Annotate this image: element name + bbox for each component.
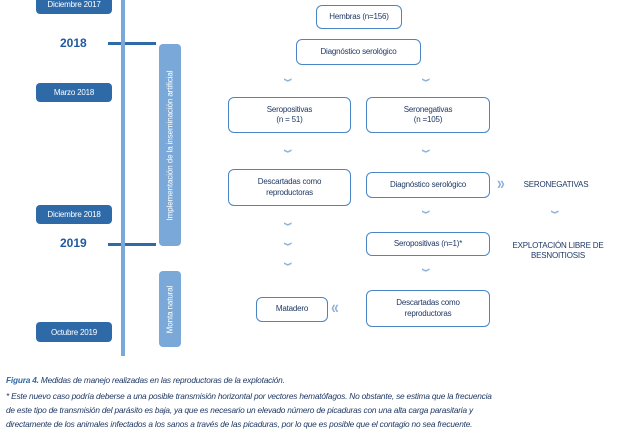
- date-octubre-2019: Octubre 2019: [36, 322, 112, 342]
- explotacion-line2: BESNOITIOSIS: [530, 251, 586, 261]
- figure-title: Medidas de manejo realizadas en las repr…: [38, 375, 285, 385]
- chevron-down-icon: ›: [278, 77, 302, 83]
- chevron-left-icon: «: [331, 296, 339, 318]
- box-descartadas-2: Descartadas como reproductoras: [366, 290, 490, 327]
- figure-label: Figura 4.: [6, 375, 39, 385]
- box-hembras: Hembras (n=156): [316, 5, 402, 29]
- date-diciembre-2017: Diciembre 2017: [36, 0, 112, 14]
- footnote-line-1: * Este nuevo caso podría deberse a una p…: [6, 391, 492, 401]
- explotacion-line1: EXPLOTACIÓN LIBRE DE: [512, 241, 604, 250]
- footnote-line-3: directamente de los animales infectados …: [6, 419, 473, 429]
- figure-caption: Figura 4. Medidas de manejo realizadas e…: [6, 374, 630, 387]
- phase-inseminacion-artificial: Implementación de la inseminación artifi…: [159, 44, 181, 246]
- descartadas2-line2: reproductoras: [404, 308, 452, 318]
- text-explotacion-libre: EXPLOTACIÓN LIBRE DE BESNOITIOSIS: [510, 241, 606, 262]
- chevron-down-icon: ›: [545, 209, 569, 215]
- chevron-down-icon: ›: [278, 148, 302, 154]
- year-2019: 2019: [60, 236, 87, 250]
- box-diagnostico-serologico-2: Diagnóstico serológico: [366, 172, 490, 198]
- chevron-down-icon: ›: [278, 241, 302, 247]
- box-seropositivas-2: Seropositivas (n=1)*: [366, 232, 490, 256]
- box-matadero: Matadero: [256, 297, 328, 322]
- chevron-down-icon: ›: [416, 148, 440, 154]
- chevron-down-icon: ›: [416, 209, 440, 215]
- phase-inseminacion-label: Implementación de la inseminación artifi…: [165, 70, 175, 220]
- box-diagnostico-serologico-1: Diagnóstico serológico: [296, 39, 421, 65]
- year-2018: 2018: [60, 36, 87, 50]
- descartadas1-line1: Descartadas como: [257, 177, 322, 187]
- phase-monta-label: Monta natural: [165, 285, 175, 333]
- seronegativas-line1: Seronegativas: [403, 104, 453, 114]
- date-marzo-2018: Marzo 2018: [36, 83, 112, 102]
- year-2019-tick: [108, 243, 156, 246]
- timeline-bar: [121, 0, 125, 356]
- footnote-line-2: de este tipo de transmisión del parásito…: [6, 405, 473, 415]
- text-seronegativas: SERONEGATIVAS: [523, 180, 589, 189]
- seronegativas-line2: (n =105): [413, 115, 443, 124]
- descartadas1-line2: reproductoras: [266, 187, 313, 197]
- box-descartadas-1: Descartadas como reproductoras: [228, 169, 351, 206]
- phase-monta-natural: Monta natural: [159, 271, 181, 347]
- chevron-down-icon: ›: [278, 261, 302, 267]
- chevron-right-icon: »: [497, 172, 505, 194]
- chevron-down-icon: ›: [278, 221, 302, 227]
- box-seropositivas: Seropositivas (n = 51): [228, 97, 351, 133]
- box-seronegativas: Seronegativas (n =105): [366, 97, 490, 133]
- seropositivas-line2: (n = 51): [276, 115, 303, 124]
- seropositivas-line1: Seropositivas: [266, 104, 313, 114]
- chevron-down-icon: ›: [416, 267, 440, 273]
- year-2018-tick: [108, 42, 156, 45]
- descartadas2-line1: Descartadas como: [396, 298, 460, 308]
- chevron-down-icon: ›: [416, 77, 440, 83]
- date-diciembre-2018: Diciembre 2018: [36, 205, 112, 224]
